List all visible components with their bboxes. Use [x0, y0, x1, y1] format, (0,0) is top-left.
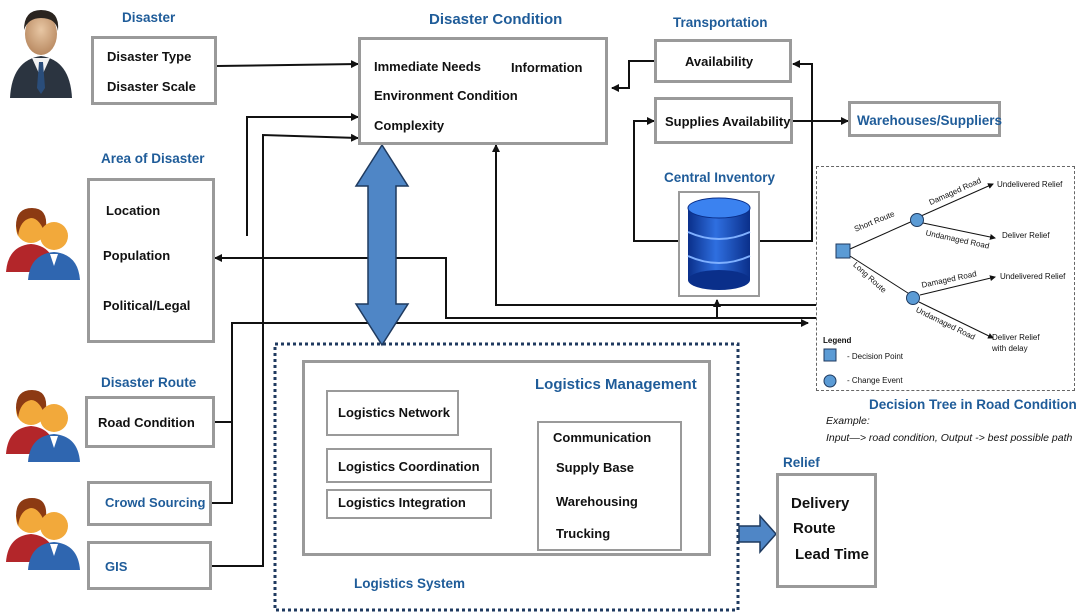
- relief-arrow: [738, 514, 778, 554]
- decision-tree-graphic: [823, 183, 996, 388]
- supplies-availability-label: Supplies Availability: [665, 114, 791, 129]
- central-inventory-heading: Central Inventory: [664, 170, 776, 185]
- logistics-management-heading: Logistics Management: [535, 376, 697, 393]
- change-event-node-1: [910, 213, 924, 227]
- logistics-system-frame: [273, 342, 740, 612]
- gis-label: GIS: [105, 559, 128, 574]
- example-label: Example:: [826, 415, 870, 427]
- logistics-integration-label: Logistics Integration: [338, 495, 466, 510]
- route-heading: Disaster Route: [101, 375, 197, 390]
- people-icon-crowd: [6, 490, 82, 572]
- logistics-functions-box: [537, 421, 682, 551]
- undelivered-relief-label-1: Undelivered Relief: [997, 180, 1063, 189]
- deliver-relief-label: Deliver Relief: [1002, 231, 1050, 240]
- with-delay-label: with delay: [992, 344, 1028, 353]
- political-legal-label: Political/Legal: [103, 298, 191, 313]
- decision-tree-panel: Short Route Long Route Damaged Road Unda…: [816, 166, 1075, 391]
- information-label: Information: [511, 60, 583, 75]
- disaster-person-icon: [8, 4, 74, 98]
- immediate-needs-label: Immediate Needs: [374, 59, 481, 74]
- disaster-type-label: Disaster Type: [107, 49, 192, 64]
- population-label: Population: [103, 248, 171, 263]
- decision-tree-caption: Decision Tree in Road Condition: [869, 397, 1077, 412]
- change-event-node-2: [906, 291, 920, 305]
- location-label: Location: [106, 203, 161, 218]
- trucking-label: Trucking: [556, 526, 611, 541]
- relief-delivery-label: Delivery: [791, 495, 850, 512]
- crowd-sourcing-label: Crowd Sourcing: [105, 495, 206, 510]
- people-icon-area: [6, 200, 82, 282]
- disaster-scale-label: Disaster Scale: [107, 79, 196, 94]
- relief-lead-time-label: Lead Time: [795, 546, 869, 563]
- crowd-sourcing-box: [87, 481, 212, 526]
- relief-heading: Relief: [783, 455, 820, 470]
- logistics-coordination-label: Logistics Coordination: [338, 459, 480, 474]
- availability-box: [654, 39, 792, 83]
- disaster-condition-box: [358, 37, 608, 145]
- logistics-coordination-box: [326, 448, 492, 483]
- decision-point-node: [835, 243, 851, 259]
- legend-change-label: - Change Event: [847, 376, 903, 385]
- communication-label: Communication: [553, 430, 652, 445]
- supply-base-label: Supply Base: [556, 460, 635, 475]
- legend-heading: Legend: [823, 336, 852, 345]
- logistics-integration-box: [326, 489, 492, 519]
- supplies-availability-box: [654, 97, 793, 144]
- environment-condition-label: Environment Condition: [374, 88, 518, 103]
- warehouses-box: [848, 101, 1001, 137]
- logistics-network-box: [326, 390, 459, 436]
- disaster-condition-heading: Disaster Condition: [429, 11, 563, 28]
- disaster-box: [91, 36, 217, 105]
- deliver-relief-delay-label: Deliver Relief: [992, 333, 1040, 342]
- warehousing-label: Warehousing: [556, 494, 638, 509]
- legend-change-icon: [823, 374, 837, 388]
- road-condition-label: Road Condition: [98, 415, 195, 430]
- transportation-heading: Transportation: [673, 15, 768, 30]
- area-box: [87, 178, 215, 343]
- area-heading: Area of Disaster: [101, 151, 205, 166]
- logistics-network-label: Logistics Network: [338, 405, 450, 420]
- relief-box: [776, 473, 877, 588]
- database-icon: [684, 196, 754, 292]
- people-icon-route: [6, 382, 82, 464]
- example-line: Input—> road condition, Output -> best p…: [826, 432, 1073, 444]
- road-condition-box: [85, 396, 215, 448]
- complexity-label: Complexity: [374, 118, 445, 133]
- disaster-heading: Disaster: [122, 10, 176, 25]
- availability-label: Availability: [685, 54, 754, 69]
- logistics-system-label: Logistics System: [354, 576, 466, 591]
- undelivered-relief-label-2: Undelivered Relief: [1000, 272, 1066, 281]
- relief-route-label: Route: [793, 520, 836, 537]
- warehouses-label: Warehouses/Suppliers: [857, 113, 1003, 128]
- gis-box: [87, 541, 212, 590]
- legend-decision-label: - Decision Point: [847, 352, 904, 361]
- bidirectional-arrow: [354, 143, 410, 347]
- legend-decision-icon: [823, 348, 837, 362]
